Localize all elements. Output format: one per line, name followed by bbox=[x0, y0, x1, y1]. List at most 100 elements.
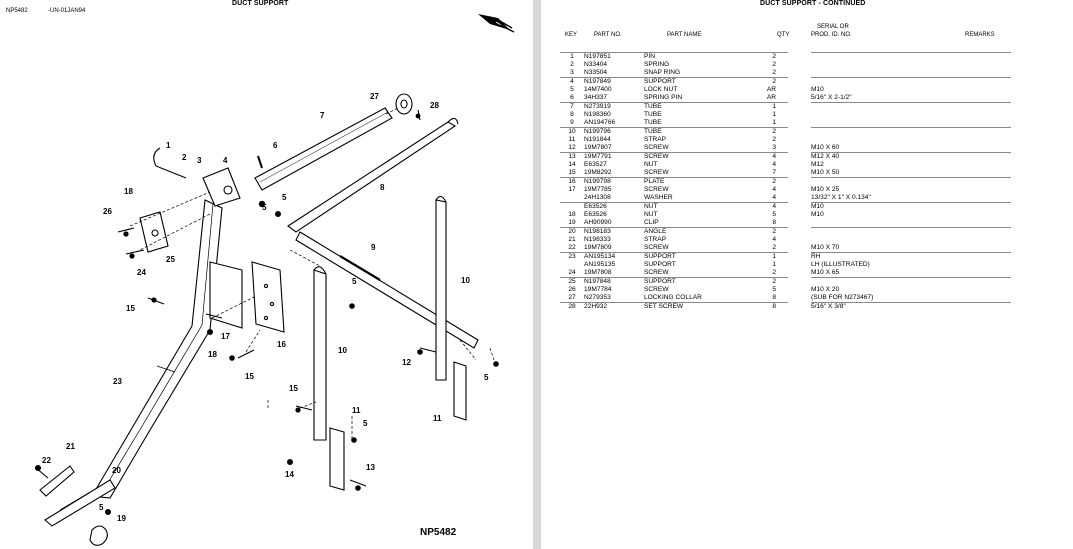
row-key: 6 bbox=[570, 94, 574, 101]
row-qty: 1 bbox=[754, 102, 788, 111]
row-serial bbox=[788, 269, 811, 278]
callout-4: 4 bbox=[223, 156, 228, 165]
row-part-no: N199798 bbox=[584, 177, 644, 186]
callout-5: 5 bbox=[484, 373, 489, 382]
row-key: 27 bbox=[568, 294, 576, 301]
row-key: 17 bbox=[568, 186, 576, 193]
row-part-no: N33504 bbox=[584, 69, 608, 76]
row-key: 26 bbox=[568, 286, 576, 293]
row-serial bbox=[788, 111, 811, 119]
row-part-no: N191844 bbox=[584, 136, 611, 143]
row-serial bbox=[788, 144, 811, 153]
row-qty: 8 bbox=[772, 219, 776, 226]
row-part-no: 19M7784 bbox=[584, 286, 612, 293]
col-header-qty: QTY bbox=[777, 32, 790, 38]
callout-27: 27 bbox=[370, 92, 379, 101]
row-part-name: NUT bbox=[644, 202, 754, 211]
row-key bbox=[560, 194, 584, 203]
row-remarks: M10 X 70 bbox=[811, 244, 840, 251]
row-key: 20 bbox=[560, 227, 584, 236]
row-qty: 4 bbox=[772, 194, 776, 201]
callout-1: 1 bbox=[166, 141, 171, 150]
row-qty: 1 bbox=[772, 119, 776, 126]
row-serial bbox=[788, 153, 811, 162]
row-qty: 8 bbox=[754, 302, 788, 311]
row-serial bbox=[788, 94, 811, 103]
row-part-name: TUBE bbox=[644, 119, 662, 126]
callout-12: 12 bbox=[402, 358, 411, 367]
row-part-name: PIN bbox=[644, 52, 754, 61]
row-serial bbox=[788, 136, 811, 144]
col-header-serial-line1: SERIAL OR bbox=[817, 24, 849, 30]
figure-ref-id: NP5482 bbox=[6, 8, 28, 14]
row-part-no: N198333 bbox=[584, 236, 611, 243]
row-part-name: SPRING PIN bbox=[644, 94, 683, 101]
row-part-no: N273919 bbox=[584, 102, 644, 111]
row-remarks: 5/16" X 2-1/2" bbox=[811, 94, 852, 101]
diagram-page: DUCT SUPPORT NP5482 -UN-01JAN94 bbox=[0, 0, 533, 549]
row-serial bbox=[788, 103, 811, 112]
row-serial bbox=[788, 69, 811, 78]
row-key: 5 bbox=[570, 86, 574, 93]
table-row: 3 N33504 SNAP RING 2 bbox=[560, 69, 1011, 78]
callout-5: 5 bbox=[262, 203, 267, 212]
row-part-name: SNAP RING bbox=[644, 69, 681, 76]
row-remarks: M10 bbox=[811, 202, 1011, 211]
row-key: 3 bbox=[570, 69, 574, 76]
row-part-no: 19M7809 bbox=[584, 244, 612, 251]
callout-24: 24 bbox=[137, 268, 146, 277]
row-remarks: M10 X 50 bbox=[811, 169, 840, 176]
row-part-no: 22H932 bbox=[584, 302, 644, 311]
parts-list-title: DUCT SUPPORT - CONTINUED bbox=[760, 0, 866, 7]
row-key: 15 bbox=[568, 169, 576, 176]
row-remarks: M10 X 60 bbox=[811, 144, 840, 151]
row-part-name: SUPPORT bbox=[644, 261, 676, 268]
callout-8: 8 bbox=[380, 183, 385, 192]
row-qty: 2 bbox=[772, 136, 776, 143]
row-part-no: N198360 bbox=[584, 111, 611, 118]
row-part-no: 34H337 bbox=[584, 94, 608, 101]
row-part-name: SPRING bbox=[644, 61, 670, 68]
col-header-serial-line2: PROD. ID. NO. bbox=[811, 32, 852, 38]
row-part-name: NUT bbox=[644, 211, 658, 218]
callout-5: 5 bbox=[282, 193, 287, 202]
direction-arrow-icon bbox=[478, 14, 515, 33]
row-part-name: TUBE bbox=[644, 102, 754, 111]
row-part-no: N197849 bbox=[584, 77, 644, 86]
row-part-name: PLATE bbox=[644, 177, 754, 186]
row-key: 14 bbox=[568, 161, 576, 168]
row-serial bbox=[788, 53, 811, 62]
row-serial bbox=[788, 86, 811, 94]
row-qty: 2 bbox=[772, 269, 776, 276]
row-key: 16 bbox=[560, 177, 584, 186]
row-remarks: 5/16" X 3/8" bbox=[811, 302, 1011, 311]
row-qty: 4 bbox=[772, 161, 776, 168]
row-remarks bbox=[811, 69, 1011, 78]
callout-28: 28 bbox=[430, 101, 439, 110]
row-part-no: AN195134 bbox=[584, 252, 644, 261]
row-remarks: LH (ILLUSTRATED) bbox=[811, 261, 870, 268]
row-qty: 2 bbox=[754, 127, 788, 136]
row-part-no: AN195135 bbox=[584, 261, 616, 268]
row-qty: AR bbox=[766, 86, 776, 93]
row-qty: 4 bbox=[754, 202, 788, 211]
callout-3: 3 bbox=[197, 156, 202, 165]
col-header-part-no: PART NO. bbox=[594, 32, 622, 38]
row-remarks: M10 X 65 bbox=[811, 269, 840, 276]
row-qty: 2 bbox=[772, 61, 776, 68]
row-part-no: N279353 bbox=[584, 294, 611, 301]
row-remarks bbox=[811, 227, 1011, 236]
row-remarks: M10 bbox=[811, 86, 824, 93]
row-qty: 2 bbox=[754, 227, 788, 236]
row-key: 12 bbox=[568, 144, 576, 151]
row-part-no: 24H1308 bbox=[584, 194, 611, 201]
row-serial bbox=[788, 294, 811, 303]
row-serial bbox=[788, 303, 811, 312]
row-qty: 2 bbox=[772, 69, 776, 76]
